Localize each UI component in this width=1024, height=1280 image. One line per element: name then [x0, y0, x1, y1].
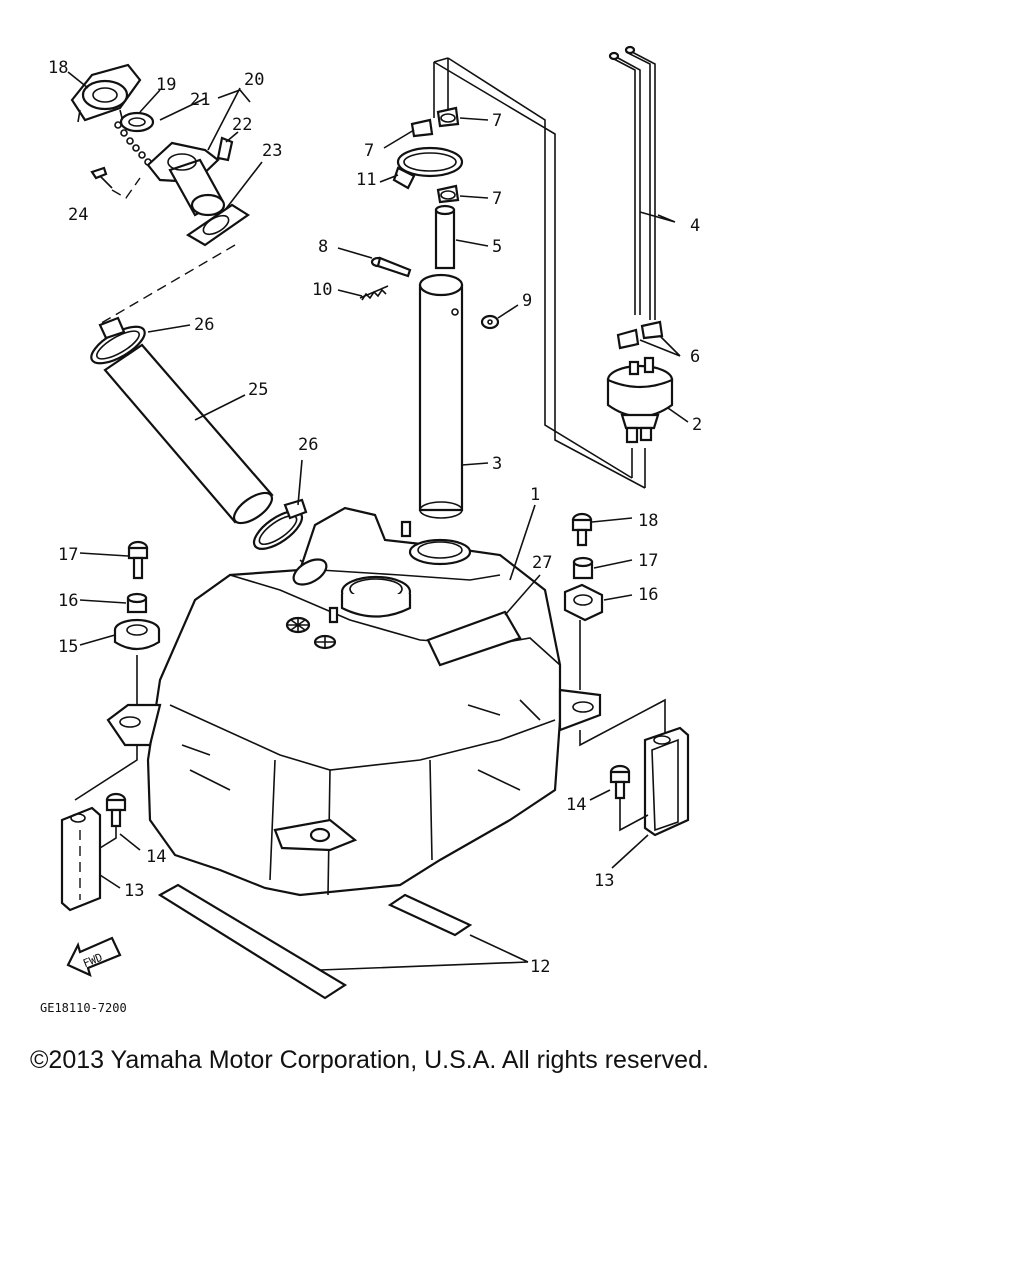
collar-17-right — [572, 556, 594, 580]
pad-12-rear — [387, 893, 473, 937]
clip-7-top — [436, 106, 460, 128]
filler-neck-gasket — [185, 203, 250, 247]
spring-pin-10 — [359, 285, 389, 301]
callout-21: 21 — [190, 90, 210, 110]
hose-clamp-lower — [252, 498, 308, 550]
hose-clamp-upper — [90, 316, 146, 365]
bracket-13-right — [643, 726, 690, 837]
bracket-13-left — [60, 806, 102, 912]
clip-7-low — [436, 184, 460, 204]
collar-16-left — [126, 592, 148, 614]
callout-13-right: 13 — [594, 871, 614, 891]
callout-14-left: 14 — [146, 847, 166, 867]
callout-14-right: 14 — [566, 795, 586, 815]
filler-neck-bolt — [216, 136, 234, 162]
callout-19: 19 — [156, 75, 176, 95]
washer-9 — [480, 314, 500, 330]
callout-12: 12 — [530, 957, 550, 977]
leader-lines — [67, 71, 689, 971]
cap-chain — [114, 121, 152, 166]
callout-27: 27 — [532, 553, 552, 573]
callout-5: 5 — [492, 237, 502, 257]
callout-3: 3 — [492, 454, 502, 474]
callout-17-left: 17 — [58, 545, 78, 565]
callout-23: 23 — [262, 141, 282, 161]
callout-17-right: 17 — [638, 551, 658, 571]
callout-7-top: 7 — [492, 111, 502, 131]
callout-11: 11 — [356, 170, 376, 190]
callout-6: 6 — [690, 347, 700, 367]
hose-clamp-11 — [392, 146, 464, 190]
fuel-tank-exploded-diagram: FWD — [40, 45, 702, 1015]
bolt-14-right — [609, 764, 631, 800]
bolt-17-left — [127, 540, 149, 580]
callout-13-left: 13 — [124, 881, 144, 901]
grommet-15 — [113, 618, 161, 651]
filler-cap — [70, 63, 142, 123]
clip-7-mid — [410, 118, 434, 138]
callout-16-left: 16 — [58, 591, 78, 611]
filler-screw — [90, 166, 113, 189]
callout-18-bolt: 18 — [638, 511, 658, 531]
pin-8 — [370, 256, 412, 278]
clips-6 — [616, 320, 664, 350]
vent-hoses-4 — [608, 45, 656, 320]
callout-8: 8 — [318, 237, 328, 257]
filler-neck — [146, 141, 226, 217]
grommet-16-right — [563, 583, 604, 622]
callout-24: 24 — [68, 205, 88, 225]
bolt-18-right — [571, 512, 593, 547]
drawing-code: GE18110-7200 — [40, 1001, 127, 1015]
callout-1: 1 — [530, 485, 540, 505]
callout-16-right: 16 — [638, 585, 658, 605]
fuel-tank — [106, 506, 602, 897]
callout-26-lower: 26 — [298, 435, 318, 455]
callout-15: 15 — [58, 637, 78, 657]
callout-26-upper: 26 — [194, 315, 214, 335]
pickup-tube — [418, 273, 464, 519]
callout-22: 22 — [232, 115, 252, 135]
fuel-filter-2 — [606, 356, 674, 444]
pad-12-front — [157, 883, 348, 1000]
copyright-notice: ©2013 Yamaha Motor Corporation, U.S.A. A… — [30, 1046, 709, 1074]
callout-18-cap: 18 — [48, 58, 68, 78]
callout-labels: 18 19 20 21 22 23 24 7 7 11 7 4 5 8 10 9… — [48, 58, 702, 977]
callout-9: 9 — [522, 291, 532, 311]
callout-7-low: 7 — [492, 189, 502, 209]
fwd-arrow-icon: FWD — [66, 936, 122, 977]
hose-5 — [434, 204, 456, 270]
callout-2: 2 — [692, 415, 702, 435]
callout-20: 20 — [244, 70, 264, 90]
callout-7-mid: 7 — [364, 141, 374, 161]
callout-10: 10 — [312, 280, 332, 300]
bolt-14-left — [105, 792, 127, 828]
filler-hose — [103, 343, 274, 525]
cap-gasket — [119, 111, 155, 133]
callout-4: 4 — [690, 216, 700, 236]
callout-25: 25 — [248, 380, 268, 400]
